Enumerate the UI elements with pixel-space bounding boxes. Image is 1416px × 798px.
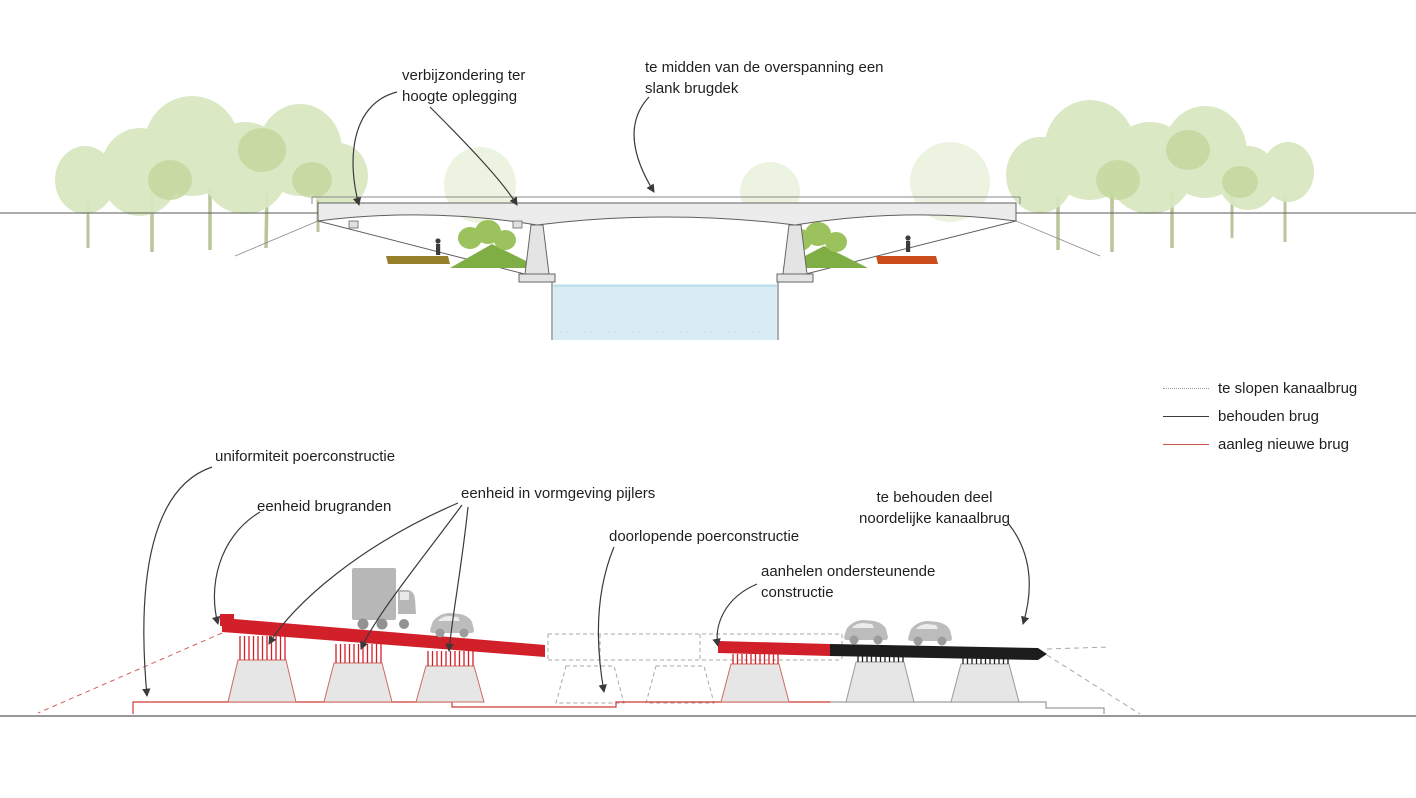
- retained-deck: [830, 644, 1047, 660]
- label-continuous-footing: doorlopende poerconstructie: [609, 528, 800, 545]
- trees-right: [1006, 100, 1314, 252]
- top-cross-section: [0, 91, 1416, 340]
- solid-line-swatch: [1163, 415, 1209, 417]
- bearing-hatch-new: [239, 636, 779, 666]
- piers-retained: [845, 661, 1020, 703]
- legend-item-new: aanleg nieuwe brug: [1163, 430, 1357, 458]
- tree-canopy: [1006, 100, 1314, 214]
- leader-arrow-bridge-edges: [211, 511, 261, 626]
- abutment-slope-left: [317, 220, 553, 282]
- red-line-swatch: [1163, 443, 1209, 445]
- demolition-deck-dashed-right: [1046, 646, 1109, 650]
- person-icon-right: [905, 235, 911, 252]
- pier-new-3: [415, 665, 485, 703]
- pier-footing-left: [518, 273, 556, 283]
- label-retained-part-line2: noordelijke kanaalbrug: [859, 510, 1010, 527]
- leader-arrow-piers-1: [268, 502, 459, 645]
- pier-new-4: [720, 663, 790, 703]
- trees-left: [55, 96, 368, 252]
- label-bearing-detail: verbijzondering ter hoogte oplegging: [402, 65, 525, 107]
- label-pier-design: eenheid in vormgeving pijlers: [461, 485, 656, 502]
- label-bearing-detail-line2: hoogte oplegging: [402, 88, 518, 105]
- legend-item-retain: behouden brug: [1163, 402, 1357, 430]
- grass-patch-left: [450, 244, 540, 268]
- leader-arrows-top: [352, 91, 655, 207]
- label-slender-deck: te midden van de overspanning een slank …: [645, 57, 884, 99]
- bearing-block-left: [348, 220, 359, 229]
- pier-new-1: [227, 659, 297, 703]
- bearing-hatch-retained: [857, 656, 1009, 664]
- leader-arrow-retained: [1007, 522, 1030, 626]
- pier-retained-2: [950, 663, 1020, 703]
- tree-canopy-accent: [1096, 130, 1258, 200]
- bottom-longitudinal-section: [0, 466, 1416, 717]
- bush-cluster-left: [458, 220, 516, 250]
- outer-slope-right: [1015, 220, 1101, 257]
- canal: [234, 220, 1101, 340]
- tree-canopy-accent: [148, 128, 332, 200]
- pier-footing-right: [776, 273, 814, 283]
- legend-item-label: aanleg nieuwe brug: [1218, 435, 1349, 453]
- pier-retained-1: [845, 661, 915, 703]
- path-strip-left: [386, 256, 450, 264]
- label-supporting-structure-line1: aanhelen ondersteunende: [761, 563, 936, 580]
- leader-arrow-uniformity: [142, 466, 213, 698]
- legend-item-label: te slopen kanaalbrug: [1218, 379, 1358, 397]
- car-icon: [908, 621, 952, 646]
- legend-item-demolish: te slopen kanaalbrug: [1163, 374, 1357, 402]
- label-supporting-structure-line2: constructie: [761, 584, 834, 601]
- leader-arrow-footing: [597, 546, 615, 694]
- label-retained-part: te behouden deel noordelijke kanaalbrug: [832, 487, 1037, 529]
- bridge-deck: [317, 202, 1017, 226]
- label-supporting-structure: aanhelen ondersteunende constructie: [761, 561, 935, 603]
- leader-arrow-piers-2: [360, 504, 463, 650]
- canal-water: [553, 284, 777, 340]
- label-bearing-detail-line1: verbijzondering ter: [402, 67, 526, 84]
- leader-arrow-supporting: [712, 583, 758, 648]
- leader-arrow-bearing-2: [429, 106, 518, 206]
- leader-arrows-bottom: [142, 466, 1030, 698]
- new-deck-right: [718, 641, 830, 656]
- leader-arrow-bearing-1: [352, 91, 398, 207]
- foundation-outline-new: [132, 701, 830, 714]
- bridge-pier-left: [524, 224, 550, 275]
- abutment-slope-right: [777, 220, 1017, 282]
- path-strip-right: [876, 256, 938, 264]
- bridge-structure: [311, 196, 1021, 283]
- legend: te slopen kanaalbrug behouden brug aanle…: [1163, 374, 1357, 458]
- piers-new: [227, 659, 790, 703]
- pier-new-2: [323, 662, 393, 703]
- old-pier-dashed: [555, 665, 625, 704]
- new-deck-left: [222, 618, 545, 657]
- leader-arrow-piers-3: [445, 506, 469, 653]
- dotted-line-swatch: [1163, 387, 1209, 389]
- label-slender-deck-line1: te midden van de overspanning een: [645, 59, 884, 76]
- label-bridge-edges: eenheid brugranden: [257, 498, 392, 515]
- bearing-block-pier: [512, 220, 523, 229]
- label-uniformity-footing: uniformiteit poerconstructie: [215, 448, 396, 465]
- truck-icon: [352, 568, 416, 630]
- foundation-outline-retained: [830, 701, 1105, 714]
- slope-landscaping: [386, 220, 938, 268]
- leader-arrow-slender-deck: [633, 96, 655, 193]
- new-slope-dashed-left: [37, 632, 223, 714]
- label-slender-deck-line2: slank brugdek: [645, 80, 739, 97]
- outer-slope-left: [234, 220, 319, 257]
- old-pier-dashed: [645, 665, 715, 704]
- person-icon-left: [435, 238, 441, 255]
- car-icon: [844, 620, 888, 645]
- demolition-slope-dashed-right: [1046, 654, 1141, 715]
- legend-item-label: behouden brug: [1218, 407, 1319, 425]
- label-retained-part-line1: te behouden deel: [876, 489, 993, 506]
